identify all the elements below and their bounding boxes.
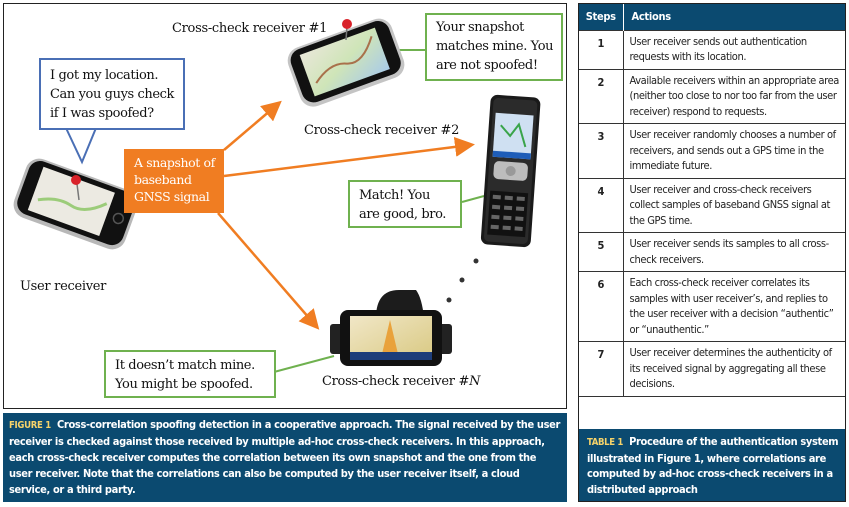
receiver-1-label: Cross-check receiver #1 bbox=[172, 21, 328, 36]
bubble-line: I got my location. bbox=[50, 68, 159, 83]
map-pin-icon bbox=[342, 19, 352, 41]
step-number: 5 bbox=[579, 232, 624, 272]
receiver-2-phone-icon bbox=[480, 94, 541, 248]
ellipsis-dot bbox=[473, 258, 479, 264]
receiver-n-label: Cross-check receiver #N bbox=[322, 374, 480, 390]
reply-line: matches mine. You bbox=[436, 39, 554, 54]
speech-bubble-tail bbox=[65, 127, 97, 165]
reply-line: are not spoofed! bbox=[436, 58, 538, 73]
step-number: 3 bbox=[579, 123, 624, 179]
snapshot-box: A snapshot of baseband GNSS signal bbox=[124, 149, 224, 213]
reply-line: Match! You bbox=[359, 188, 430, 203]
reply-2-connector bbox=[461, 195, 485, 203]
step-number: 7 bbox=[579, 341, 624, 397]
table-header-row: Steps Actions bbox=[579, 4, 845, 30]
step-action: Each cross-check receiver correlates its… bbox=[622, 271, 845, 342]
receiver-n-label-index: N bbox=[469, 374, 481, 389]
step-action: User receiver randomly chooses a number … bbox=[622, 123, 845, 179]
user-phone-icon bbox=[13, 158, 138, 250]
reply-line: Your snapshot bbox=[436, 20, 525, 35]
snapshot-line: GNSS signal bbox=[134, 189, 210, 204]
step-number: 1 bbox=[579, 29, 624, 70]
bubble-line: if I was spoofed? bbox=[50, 106, 154, 121]
receiver-n-phone-icon bbox=[330, 290, 452, 366]
receiver-2-label: Cross-check receiver #2 bbox=[304, 123, 460, 138]
step-action: Available receivers within an appropriat… bbox=[622, 68, 845, 124]
step-action: User receiver sends out authentication r… bbox=[622, 29, 845, 70]
reply-box-receiver-1: Your snapshot matches mine. You are not … bbox=[425, 13, 563, 81]
reply-line: You might be spoofed. bbox=[115, 377, 253, 392]
receiver-1-phone-icon bbox=[287, 18, 405, 107]
figure-1: Cross-check receiver #1 Cross-check rece… bbox=[3, 3, 567, 502]
receiver-n-label-prefix: Cross-check receiver # bbox=[322, 374, 470, 389]
step-number: 6 bbox=[579, 271, 624, 342]
arrow-to-receiver-2 bbox=[223, 136, 475, 178]
figure-caption-label: FIGURE 1 bbox=[9, 420, 51, 431]
map-pin-icon bbox=[71, 175, 81, 201]
user-speech-bubble: I got my location. Can you guys check if… bbox=[39, 58, 185, 130]
figure-caption-text: Cross-correlation spoofing detection in … bbox=[9, 418, 561, 496]
bubble-line: Can you guys check bbox=[50, 87, 175, 102]
actions-header: Actions bbox=[623, 4, 845, 30]
step-action: User receiver sends its samples to all c… bbox=[622, 232, 845, 272]
diagram-graphics bbox=[13, 18, 541, 373]
step-action: User receiver determines the authenticit… bbox=[622, 341, 845, 397]
reply-line: are good, bro. bbox=[359, 207, 447, 222]
snapshot-line: baseband bbox=[134, 172, 192, 187]
reply-box-receiver-n: It doesn’t match mine. You might be spoo… bbox=[104, 350, 276, 398]
table-caption: TABLE 1 Procedure of the authentication … bbox=[579, 429, 845, 501]
table-caption-text: Procedure of the authentication system i… bbox=[587, 435, 839, 496]
diagram-frame: Cross-check receiver #1 Cross-check rece… bbox=[3, 3, 567, 409]
steps-header: Steps bbox=[579, 4, 624, 30]
step-number: 2 bbox=[579, 68, 624, 124]
ellipsis-dot bbox=[446, 297, 452, 303]
arrow-to-receiver-1 bbox=[223, 100, 282, 151]
table-caption-label: TABLE 1 bbox=[587, 437, 623, 448]
step-number: 4 bbox=[579, 177, 624, 233]
user-receiver-label: User receiver bbox=[20, 279, 107, 294]
reply-n-connector bbox=[273, 355, 335, 373]
arrow-to-receiver-n bbox=[217, 212, 320, 330]
figure-caption: FIGURE 1 Cross-correlation spoofing dete… bbox=[3, 413, 567, 502]
step-action: User receiver and cross-check receivers … bbox=[622, 177, 845, 233]
ellipsis-dot bbox=[459, 277, 465, 283]
snapshot-line: A snapshot of bbox=[134, 155, 215, 170]
reply-box-receiver-2: Match! You are good, bro. bbox=[348, 180, 462, 228]
reply-line: It doesn’t match mine. bbox=[115, 358, 255, 373]
